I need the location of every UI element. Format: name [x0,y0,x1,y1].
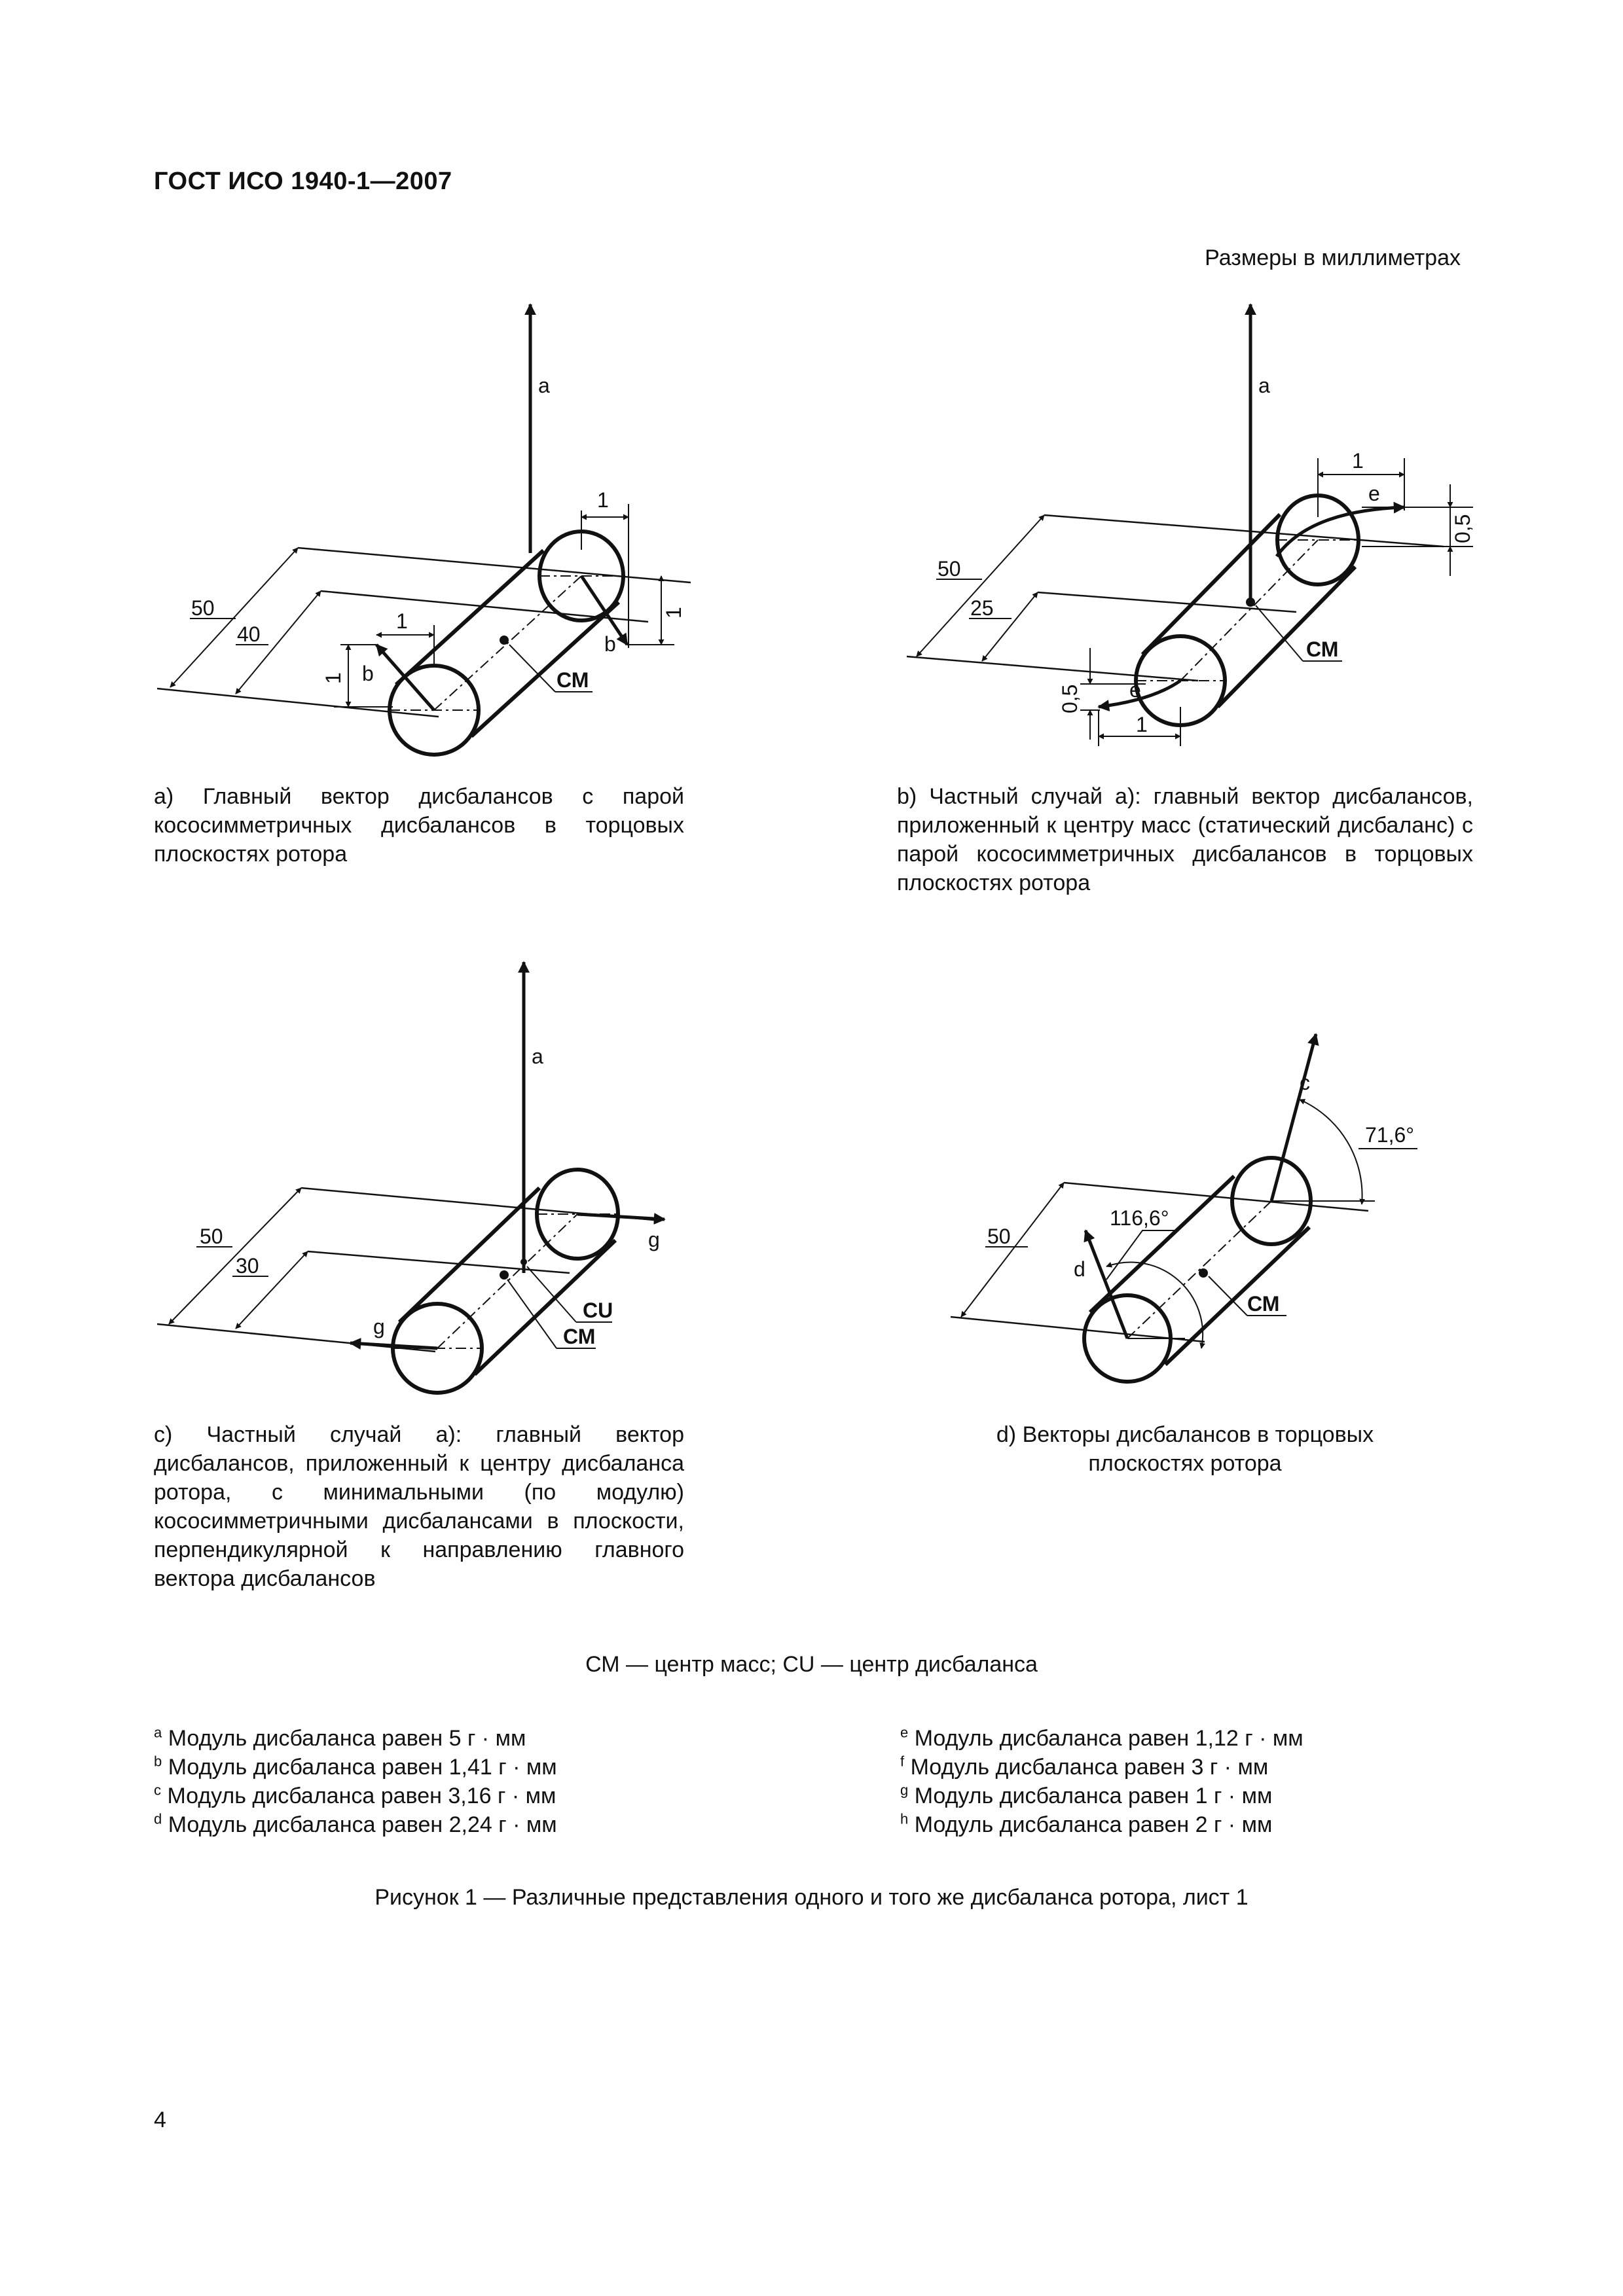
figure-b-drawing: a e e СМ 50 25 1 0,5 0,5 1 [906,303,1474,746]
label-angle-c: 71,6° [1365,1123,1414,1147]
dim-1-right: 1 [662,607,685,619]
label-cm: СМ [1306,637,1338,661]
legend: СМ — центр масс; CU — центр дисбаланса [585,1652,1038,1677]
caption-c: c) Частный случай а): главный вектор дис… [154,1422,684,1591]
notes-right: e Модуль дисбаланса равен 1,12 г · мм f … [900,1724,1304,1839]
dim-50: 50 [191,596,215,620]
dim-50: 50 [987,1225,1011,1248]
dim-1-top: 1 [597,488,609,512]
dim-40: 40 [237,622,261,646]
label-vector-b-left: b [362,662,374,685]
label-vector-g-right: g [648,1228,660,1251]
standard-header: ГОСТ ИСО 1940-1—2007 [154,168,452,195]
label-vector-a: a [532,1045,543,1068]
label-vector-c: c [1300,1071,1310,1094]
caption-a: a) Главный вектор дисбалансов с парой ко… [154,784,684,867]
label-vector-e-top: e [1368,482,1380,505]
dim-50: 50 [938,557,961,581]
dim-05-right: 0,5 [1451,514,1474,543]
figure-b: a e e СМ 50 25 1 0,5 0,5 1 [890,281,1480,766]
dim-1-left: 1 [321,672,345,684]
figure-d-drawing: c d 71,6° 116,6° СМ 50 [950,1033,1417,1384]
dim-1-bottom: 1 [1136,713,1148,736]
note-a: a Модуль дисбаланса равен 5 г · мм [154,1724,526,1751]
label-cm: СМ [563,1325,595,1348]
figure-c-drawing: a g g CU СМ 50 30 [156,961,666,1395]
page-number: 4 [154,2108,166,2132]
label-vector-b-right: b [604,632,616,656]
dim-50: 50 [200,1225,223,1248]
label-cm: СМ [1247,1292,1279,1316]
figure-title: Рисунок 1 — Различные представления одно… [374,1885,1249,1910]
note-f: f Модуль дисбаланса равен 3 г · мм [900,1753,1269,1780]
label-cu: CU [583,1299,613,1322]
figure-c: a g g CU СМ 50 30 [131,949,720,1407]
caption-b: b) Частный случай а): главный вектор дис… [897,784,1473,895]
figure-a-drawing: a b b СМ 50 40 1 1 1 1 [156,303,691,757]
dim-25: 25 [970,596,994,620]
note-h: h Модуль дисбаланса равен 2 г · мм [900,1810,1273,1837]
note-b: b Модуль дисбаланса равен 1,41 г · мм [154,1753,557,1780]
note-g: g Модуль дисбаланса равен 1 г · мм [900,1782,1273,1808]
label-vector-e-bottom: e [1129,678,1141,702]
note-c: c Модуль дисбаланса равен 3,16 г · мм [154,1782,556,1808]
dim-05-left: 0,5 [1058,685,1082,713]
label-vector-a: a [1258,374,1270,397]
label-angle-d: 116,6° [1110,1206,1169,1230]
caption-d: d) Векторы дисбалансов в торцовых плоско… [996,1422,1374,1476]
note-d: d Модуль дисбаланса равен 2,24 г · мм [154,1810,557,1837]
label-cm: СМ [556,668,589,692]
label-vector-d: d [1074,1257,1085,1281]
dim-1-small: 1 [396,609,408,633]
figure-d: c d 71,6° 116,6° СМ 50 [903,1014,1480,1407]
note-e: e Модуль дисбаланса равен 1,12 г · мм [900,1724,1304,1751]
dim-30: 30 [236,1254,259,1278]
figure-a: a b b СМ 50 40 1 1 1 1 [131,281,720,766]
units-note: Размеры в миллиметрах [1205,245,1461,270]
dim-1-top: 1 [1352,449,1364,473]
notes-left: a Модуль дисбаланса равен 5 г · мм b Мод… [154,1724,557,1839]
label-vector-g-left: g [373,1315,385,1338]
label-vector-a: a [538,374,550,397]
